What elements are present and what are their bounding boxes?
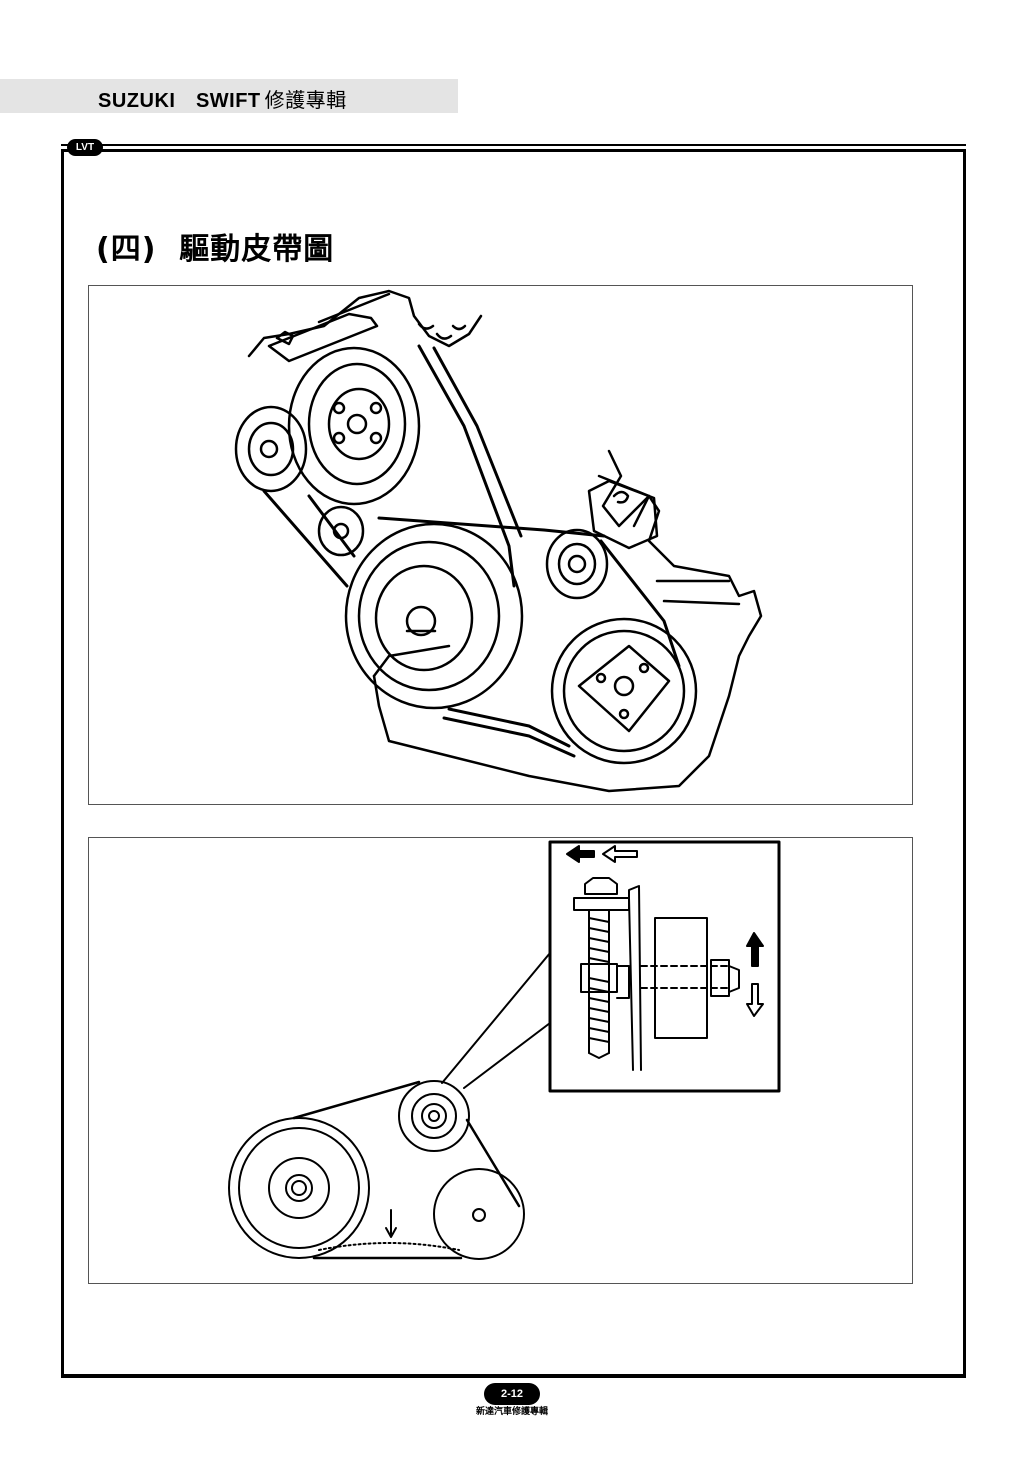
belt-tension-drawing: [228, 840, 781, 1260]
crank-pulley: [228, 1117, 370, 1259]
accessory-pulley: [433, 1168, 525, 1260]
engine-belt-drawing: [234, 289, 763, 793]
footer-caption: 新達汽車修護專輯: [475, 1407, 548, 1417]
header-band: [0, 79, 458, 113]
frame-top-rule: [61, 144, 966, 146]
page-number: 2-12: [484, 1383, 540, 1405]
page-frame: [61, 149, 966, 1377]
arrow-up-icon: [746, 932, 764, 967]
arrow-right-outline-icon: [602, 845, 638, 863]
idler-pulley: [398, 1080, 470, 1152]
figure-engine-drive-belt: [88, 285, 913, 805]
arrow-down-outline-icon: [746, 983, 764, 1017]
publisher-logo: LVT: [67, 139, 103, 156]
section-title: (四) 驅動皮帶圖: [96, 232, 335, 267]
detail-inset-box: [548, 840, 781, 1093]
figure-belt-tension: [88, 837, 913, 1284]
arrow-left-icon: [566, 845, 595, 863]
frame-bottom-rule: [61, 1376, 966, 1378]
header-subtitle: 修護專輯: [264, 88, 347, 112]
header-model: SUZUKI SWIFT: [98, 90, 261, 112]
